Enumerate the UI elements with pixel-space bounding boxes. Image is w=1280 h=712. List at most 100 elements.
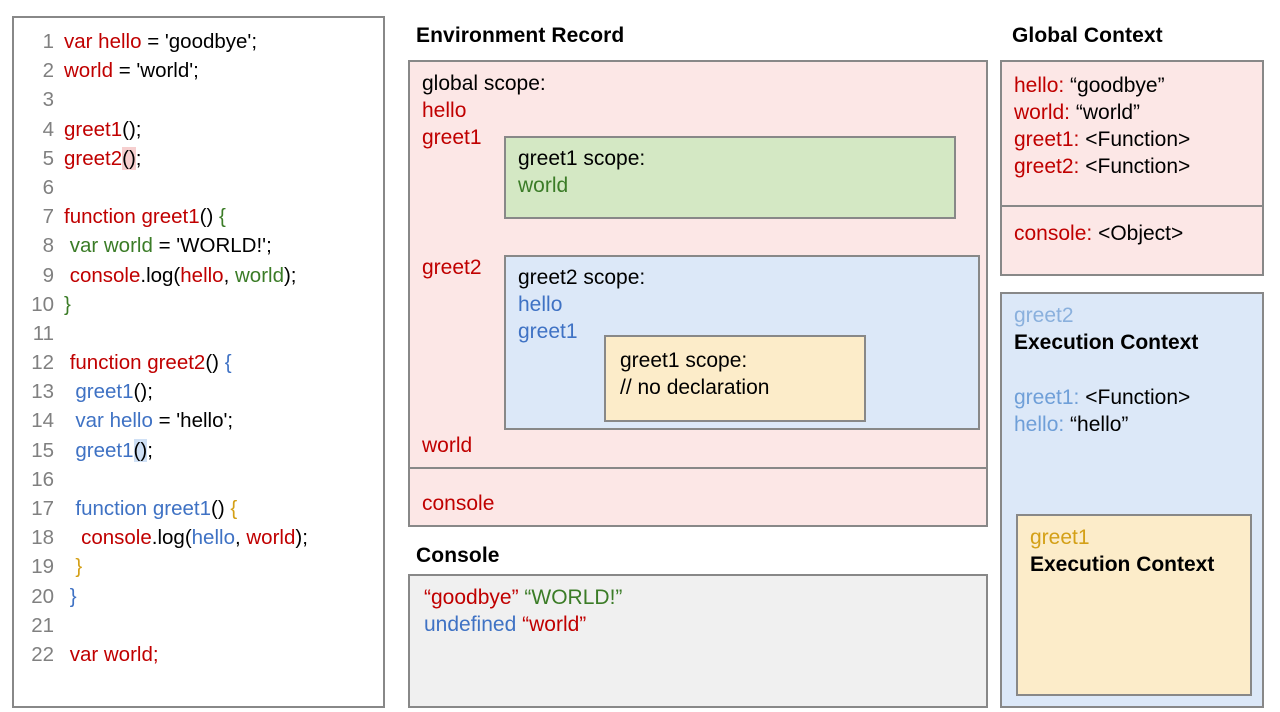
code-token: greet2 — [64, 146, 123, 170]
code-line-number: 8 — [42, 234, 54, 258]
code-token: ; — [147, 438, 153, 462]
global-context-key: console: — [1014, 222, 1093, 245]
code-token: var world — [69, 234, 153, 258]
global-context-row: greet1: <Function> — [1014, 128, 1190, 152]
code-token: } — [64, 292, 71, 316]
code-token: function greet1 — [64, 205, 200, 229]
code-line-text: var world = 'WORLD!'; — [54, 234, 272, 258]
code-line-number: 15 — [31, 438, 54, 462]
code-line: 21 — [14, 614, 383, 643]
code-token: { — [218, 205, 226, 229]
code-token: var hello — [64, 30, 142, 53]
console-output-panel: “goodbye” “WORLD!” undefined “world” — [408, 574, 988, 708]
greet2-execution-context-name: greet2 — [1014, 304, 1074, 327]
code-line-number: 22 — [31, 642, 54, 666]
code-token: ; — [135, 146, 142, 170]
global-context-key: greet2: — [1014, 155, 1080, 178]
code-token: (); — [122, 117, 142, 141]
greet2-scope-box: greet2 scope: hello greet1 greet1 scope:… — [504, 255, 980, 430]
code-token: function greet2 — [69, 351, 206, 375]
code-line-number: 5 — [42, 146, 54, 170]
code-line: 12 function greet2() { — [14, 351, 383, 380]
greet2-scope-item-greet1: greet1 — [518, 320, 578, 343]
code-token: , — [223, 263, 235, 287]
code-line-number: 4 — [42, 117, 54, 141]
code-token: () — [122, 146, 136, 170]
code-token — [64, 497, 75, 520]
code-line: 3 — [14, 88, 383, 117]
code-line-number: 16 — [31, 467, 54, 491]
code-token: = 'hello'; — [152, 409, 234, 433]
code-line: 20 } — [14, 585, 383, 614]
greet2-execution-context-panel: greet2 Execution Context greet1: <Functi… — [1000, 292, 1264, 708]
greet1-scope-item-world: world — [518, 174, 569, 197]
console-output-line: undefined “world” — [424, 613, 586, 637]
greet1-execution-context-name: greet1 — [1030, 526, 1090, 549]
greet2-execution-context-row: hello: “hello” — [1014, 413, 1128, 437]
env-binding-greet1: greet1 — [422, 126, 482, 149]
code-token: () — [133, 438, 148, 462]
code-line: 10} — [14, 293, 383, 322]
code-token — [64, 380, 75, 403]
environment-record-title: Environment Record — [416, 24, 625, 47]
code-token: hello — [191, 526, 235, 550]
code-token: world — [246, 526, 296, 550]
code-line-text: greet1(); — [54, 118, 142, 142]
code-line-number: 20 — [31, 584, 54, 608]
code-line: 9 console.log(hello, world); — [14, 264, 383, 293]
env-binding-hello: hello — [422, 99, 467, 122]
code-token: () — [199, 205, 219, 229]
code-line: 18 console.log(hello, world); — [14, 526, 383, 555]
code-line: 19 } — [14, 555, 383, 584]
code-token: } — [75, 555, 83, 579]
env-binding-greet2: greet2 — [422, 256, 482, 279]
code-line-number: 13 — [31, 380, 54, 404]
code-token: console — [69, 263, 141, 287]
code-line-text: } — [54, 293, 71, 317]
code-line: 11 — [14, 322, 383, 351]
execution-context-value: <Function> — [1085, 386, 1191, 409]
code-line-text: } — [54, 555, 82, 579]
console-token: “WORLD!” — [524, 586, 623, 609]
code-line-number: 14 — [31, 409, 54, 433]
code-line-number: 2 — [42, 59, 54, 83]
code-token: world — [64, 59, 113, 83]
console-title: Console — [416, 544, 500, 567]
code-line: 22 var world; — [14, 643, 383, 672]
greet2-execution-context-row: greet1: <Function> — [1014, 386, 1190, 410]
code-token — [64, 526, 81, 549]
code-token: { — [230, 497, 238, 520]
code-line-number: 18 — [31, 526, 54, 550]
execution-context-key: greet1: — [1014, 386, 1080, 409]
code-token: } — [69, 584, 77, 608]
global-context-value: “goodbye” — [1070, 74, 1165, 97]
global-context-key: greet1: — [1014, 128, 1080, 151]
code-line-text: function greet1() { — [54, 205, 226, 229]
code-line: 17 function greet1() { — [14, 497, 383, 526]
global-context-title: Global Context — [1012, 24, 1163, 47]
global-scope-label: global scope: — [422, 72, 546, 95]
console-token: “goodbye” — [424, 586, 519, 609]
greet1-scope-title: greet1 scope: — [518, 147, 646, 170]
code-line-number: 7 — [42, 205, 54, 229]
code-line: 14 var hello = 'hello'; — [14, 409, 383, 438]
code-token: hello — [180, 263, 224, 287]
code-line: 13 greet1(); — [14, 380, 383, 409]
console-output-line: “goodbye” “WORLD!” — [424, 586, 622, 610]
code-line-text: var hello = 'goodbye'; — [54, 30, 257, 54]
code-line: 8 var world = 'WORLD!'; — [14, 234, 383, 263]
environment-record-panel: global scope: hello greet1 greet2 world … — [408, 60, 988, 527]
global-context-value: <Object> — [1098, 222, 1184, 245]
global-context-key: world: — [1014, 101, 1071, 124]
code-line-text: function greet1() { — [54, 497, 237, 521]
code-line-number: 11 — [32, 321, 54, 345]
code-token: world — [234, 263, 284, 287]
code-token: function greet1 — [75, 497, 212, 520]
code-token — [64, 439, 75, 462]
code-token — [64, 409, 75, 432]
global-context-key: hello: — [1014, 74, 1065, 97]
code-token: () — [205, 351, 225, 375]
